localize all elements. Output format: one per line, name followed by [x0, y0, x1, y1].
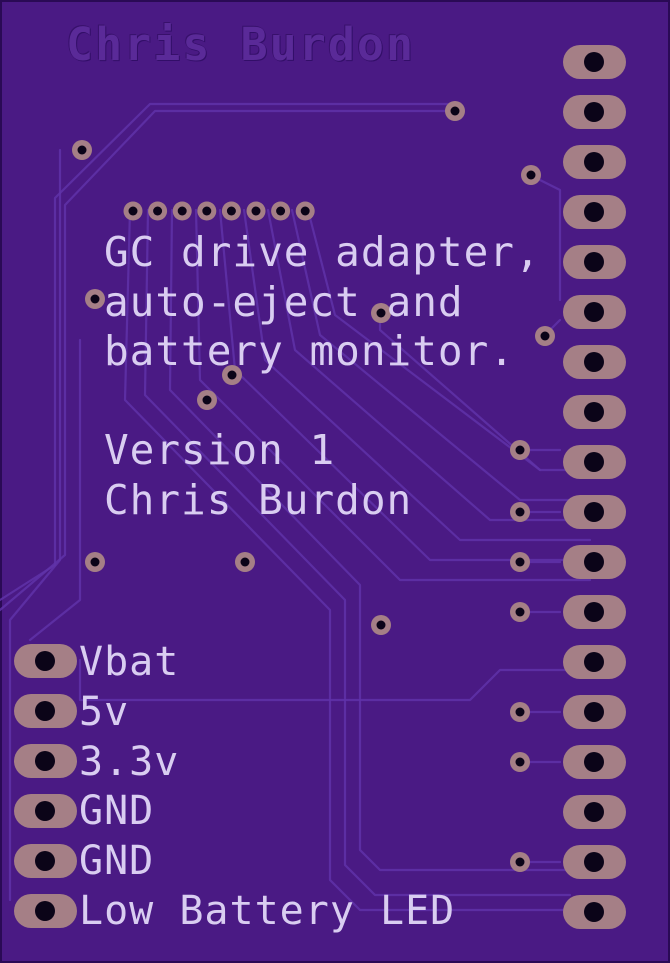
pin-pad [563, 195, 626, 229]
pin-label-vbat: Vbat [79, 639, 180, 685]
copper-trace [0, 102, 450, 602]
fpc-pad [123, 201, 143, 221]
pin-pad [563, 395, 626, 429]
right-pin-header [563, 45, 626, 929]
copper-trace [528, 173, 562, 302]
pin-label-5v: 5v [79, 689, 130, 735]
pin-pad [563, 445, 626, 479]
copper-trace [168, 208, 572, 872]
via [72, 140, 92, 160]
via [510, 602, 530, 622]
author-label: Chris Burdon [104, 476, 413, 524]
fpc-pad [197, 201, 217, 221]
via [85, 289, 105, 309]
top-fpc-pads [123, 201, 315, 221]
pin-pad [14, 794, 77, 828]
via [235, 552, 255, 572]
pin-pad [563, 895, 626, 929]
fpc-pad [172, 201, 192, 221]
pin-label-gnd-2: GND [79, 838, 155, 884]
copper-trace [242, 208, 592, 542]
via [535, 326, 555, 346]
pin-pad [563, 845, 626, 879]
copper-trace [123, 208, 572, 912]
copper-trace [290, 208, 592, 502]
copper-trace [78, 658, 592, 702]
via [85, 552, 105, 572]
pin-pad [563, 245, 626, 279]
via [371, 615, 391, 635]
via [510, 552, 530, 572]
pin-pad [14, 744, 77, 778]
pin-label-gnd-1: GND [79, 788, 155, 834]
copper-trace [218, 208, 592, 562]
copper-trace [28, 338, 82, 642]
vias [72, 101, 555, 872]
via [510, 852, 530, 872]
pin-pad [563, 345, 626, 379]
copper-trace [143, 208, 572, 897]
copper-trace [194, 208, 592, 582]
pin-label-3v3: 3.3v [79, 739, 180, 785]
via [510, 502, 530, 522]
pin-pad [563, 795, 626, 829]
via [510, 702, 530, 722]
pin-pad [14, 694, 77, 728]
pin-pad [563, 695, 626, 729]
pin-pad [14, 844, 77, 878]
pin-pad [563, 45, 626, 79]
pin-pad [563, 745, 626, 779]
left-pin-header [14, 644, 77, 928]
fpc-pad [295, 201, 315, 221]
pin-pad [563, 95, 626, 129]
pin-pad [563, 295, 626, 329]
copper-traces [0, 102, 592, 912]
via [521, 165, 541, 185]
fpc-pad [148, 201, 168, 221]
version-label: Version 1 [104, 426, 336, 474]
etched-author-name: Chris Burdon [66, 18, 416, 71]
description-line-2: auto-eject and [104, 278, 464, 326]
copper-trace [266, 208, 592, 522]
description-line-1: GC drive adapter, [104, 228, 541, 276]
via [371, 303, 391, 323]
via [510, 440, 530, 460]
copper-trace [8, 148, 62, 902]
via [510, 752, 530, 772]
pin-label-low-battery-led: Low Battery LED [79, 888, 456, 934]
fpc-pad [221, 201, 241, 221]
pin-pad [563, 495, 626, 529]
via [222, 365, 242, 385]
via [197, 390, 217, 410]
pin-pad [563, 545, 626, 579]
pin-pad [563, 595, 626, 629]
fpc-pad [246, 201, 266, 221]
fpc-pad [271, 201, 291, 221]
pin-pad [563, 645, 626, 679]
description-line-3: battery monitor. [104, 327, 515, 375]
pin-pad [14, 644, 77, 678]
pin-pad [14, 894, 77, 928]
pin-pad [563, 145, 626, 179]
via [445, 101, 465, 121]
